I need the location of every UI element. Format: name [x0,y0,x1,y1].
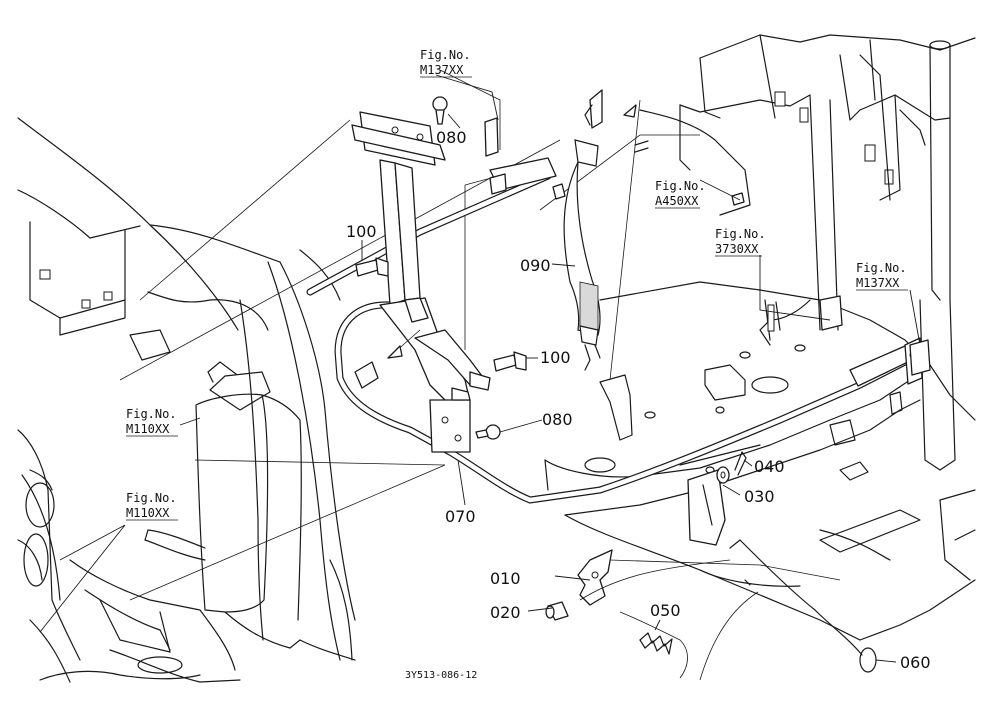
drawing-code: 3Y513-086-12 [405,670,477,681]
fig-ref-title: Fig.No. [126,407,177,421]
bolt-080-lower [475,424,501,440]
label-030: 030 [744,487,775,506]
fig-ref-title: Fig.No. [715,227,766,241]
washer-030 [716,466,730,484]
fig-ref-code: 3730XX [715,242,759,256]
fig-ref-title: Fig.No. [655,179,706,193]
fig-ref-code: A450XX [655,194,699,208]
label-090: 090 [520,256,551,275]
label-100-lower: 100 [540,348,571,367]
bracket-m137-right [909,339,931,376]
label-060: 060 [900,653,931,672]
label-080-upper: 080 [436,128,467,147]
fig-ref-code: M137XX [856,276,900,290]
label-050: 050 [650,601,681,620]
fig-ref-title: Fig.No. [126,491,177,505]
fig-ref-title: Fig.No. [420,48,471,62]
label-010: 010 [490,569,521,588]
direction-arrows [387,104,731,601]
label-080-lower: 080 [542,410,573,429]
seat-bracket [351,111,491,453]
bolt-080-upper [432,96,448,125]
label-100-upper: 100 [346,222,377,241]
label-020: 020 [490,603,521,622]
label-leaders [39,74,921,663]
spring-050 [619,611,688,679]
rod-060 [699,539,877,681]
tractor-frame [544,34,976,641]
fig-ref-code: M110XX [126,422,170,436]
latch-010 [577,469,726,606]
label-040: 040 [754,457,785,476]
pin-020 [545,601,569,621]
bracket-m137 [484,117,499,157]
bolt-100-lower [493,351,527,372]
fig-ref-code: M137XX [420,63,464,77]
fig-ref-code: M110XX [126,506,170,520]
cotter-pin-040 [734,451,747,476]
fender-assembly [17,117,356,683]
assembly-lines [119,69,841,601]
bolt-100-upper [355,257,389,277]
fig-ref-title: Fig.No. [856,261,907,275]
strap-090 [563,89,603,371]
seat-support-frame [306,157,923,504]
figure-references: Fig.No. M137XX Fig.No. A450XX Fig.No. 37… [126,48,908,521]
part-number-labels: 010 020 030 040 050 060 070 080 080 090 … [346,128,931,672]
label-070: 070 [445,507,476,526]
